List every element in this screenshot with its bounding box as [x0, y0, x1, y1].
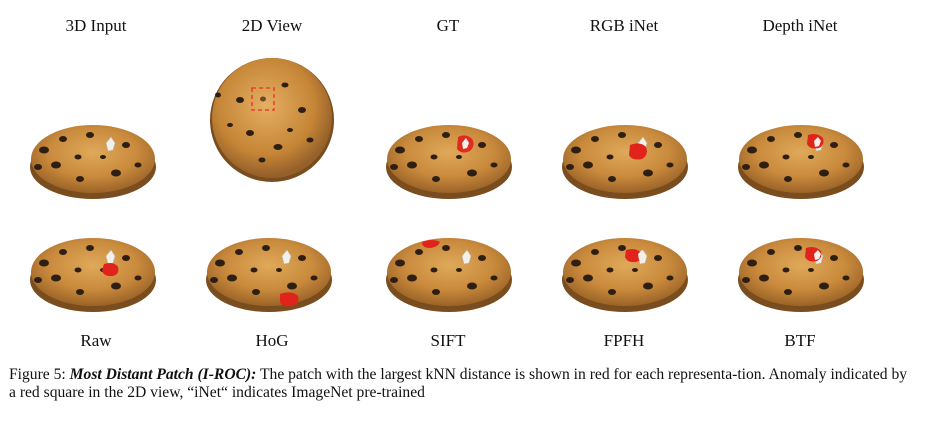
cookie-3d-input-top — [8, 95, 178, 205]
cookie-rgb-inet — [540, 95, 710, 205]
row-footer-raw: Raw — [80, 331, 112, 350]
anomaly-box — [251, 87, 275, 111]
column-header-gt: GT — [436, 16, 460, 35]
row-footer-sift: SIFT — [430, 331, 466, 350]
caption-title: Most Distant Patch (I-ROC): — [69, 366, 257, 383]
cookie-btf — [716, 208, 886, 318]
caption-label: Figure 5: — [9, 366, 66, 383]
caption-text: The patch with the largest kNN distance … — [9, 366, 908, 401]
row-footer-btf: BTF — [784, 331, 816, 350]
row-footer-fpfh: FPFH — [603, 331, 645, 350]
figure-caption: Figure 5: Most Distant Patch (I-ROC): Th… — [9, 366, 914, 402]
cookie-fpfh — [540, 208, 710, 318]
column-header-depth-inet: Depth iNet — [762, 16, 838, 35]
column-header-rgb-inet: RGB iNet — [589, 16, 659, 35]
cookie-2d-view — [190, 55, 355, 185]
row-footer-hog: HoG — [255, 331, 289, 350]
cookie-hog — [184, 208, 354, 318]
column-header-3d-input: 3D Input — [65, 16, 127, 35]
cookie-raw — [8, 208, 178, 318]
column-header-2d-view: 2D View — [241, 16, 303, 35]
cookie-sift — [364, 208, 534, 318]
cookie-depth-inet — [716, 95, 886, 205]
cookie-gt — [364, 95, 534, 205]
